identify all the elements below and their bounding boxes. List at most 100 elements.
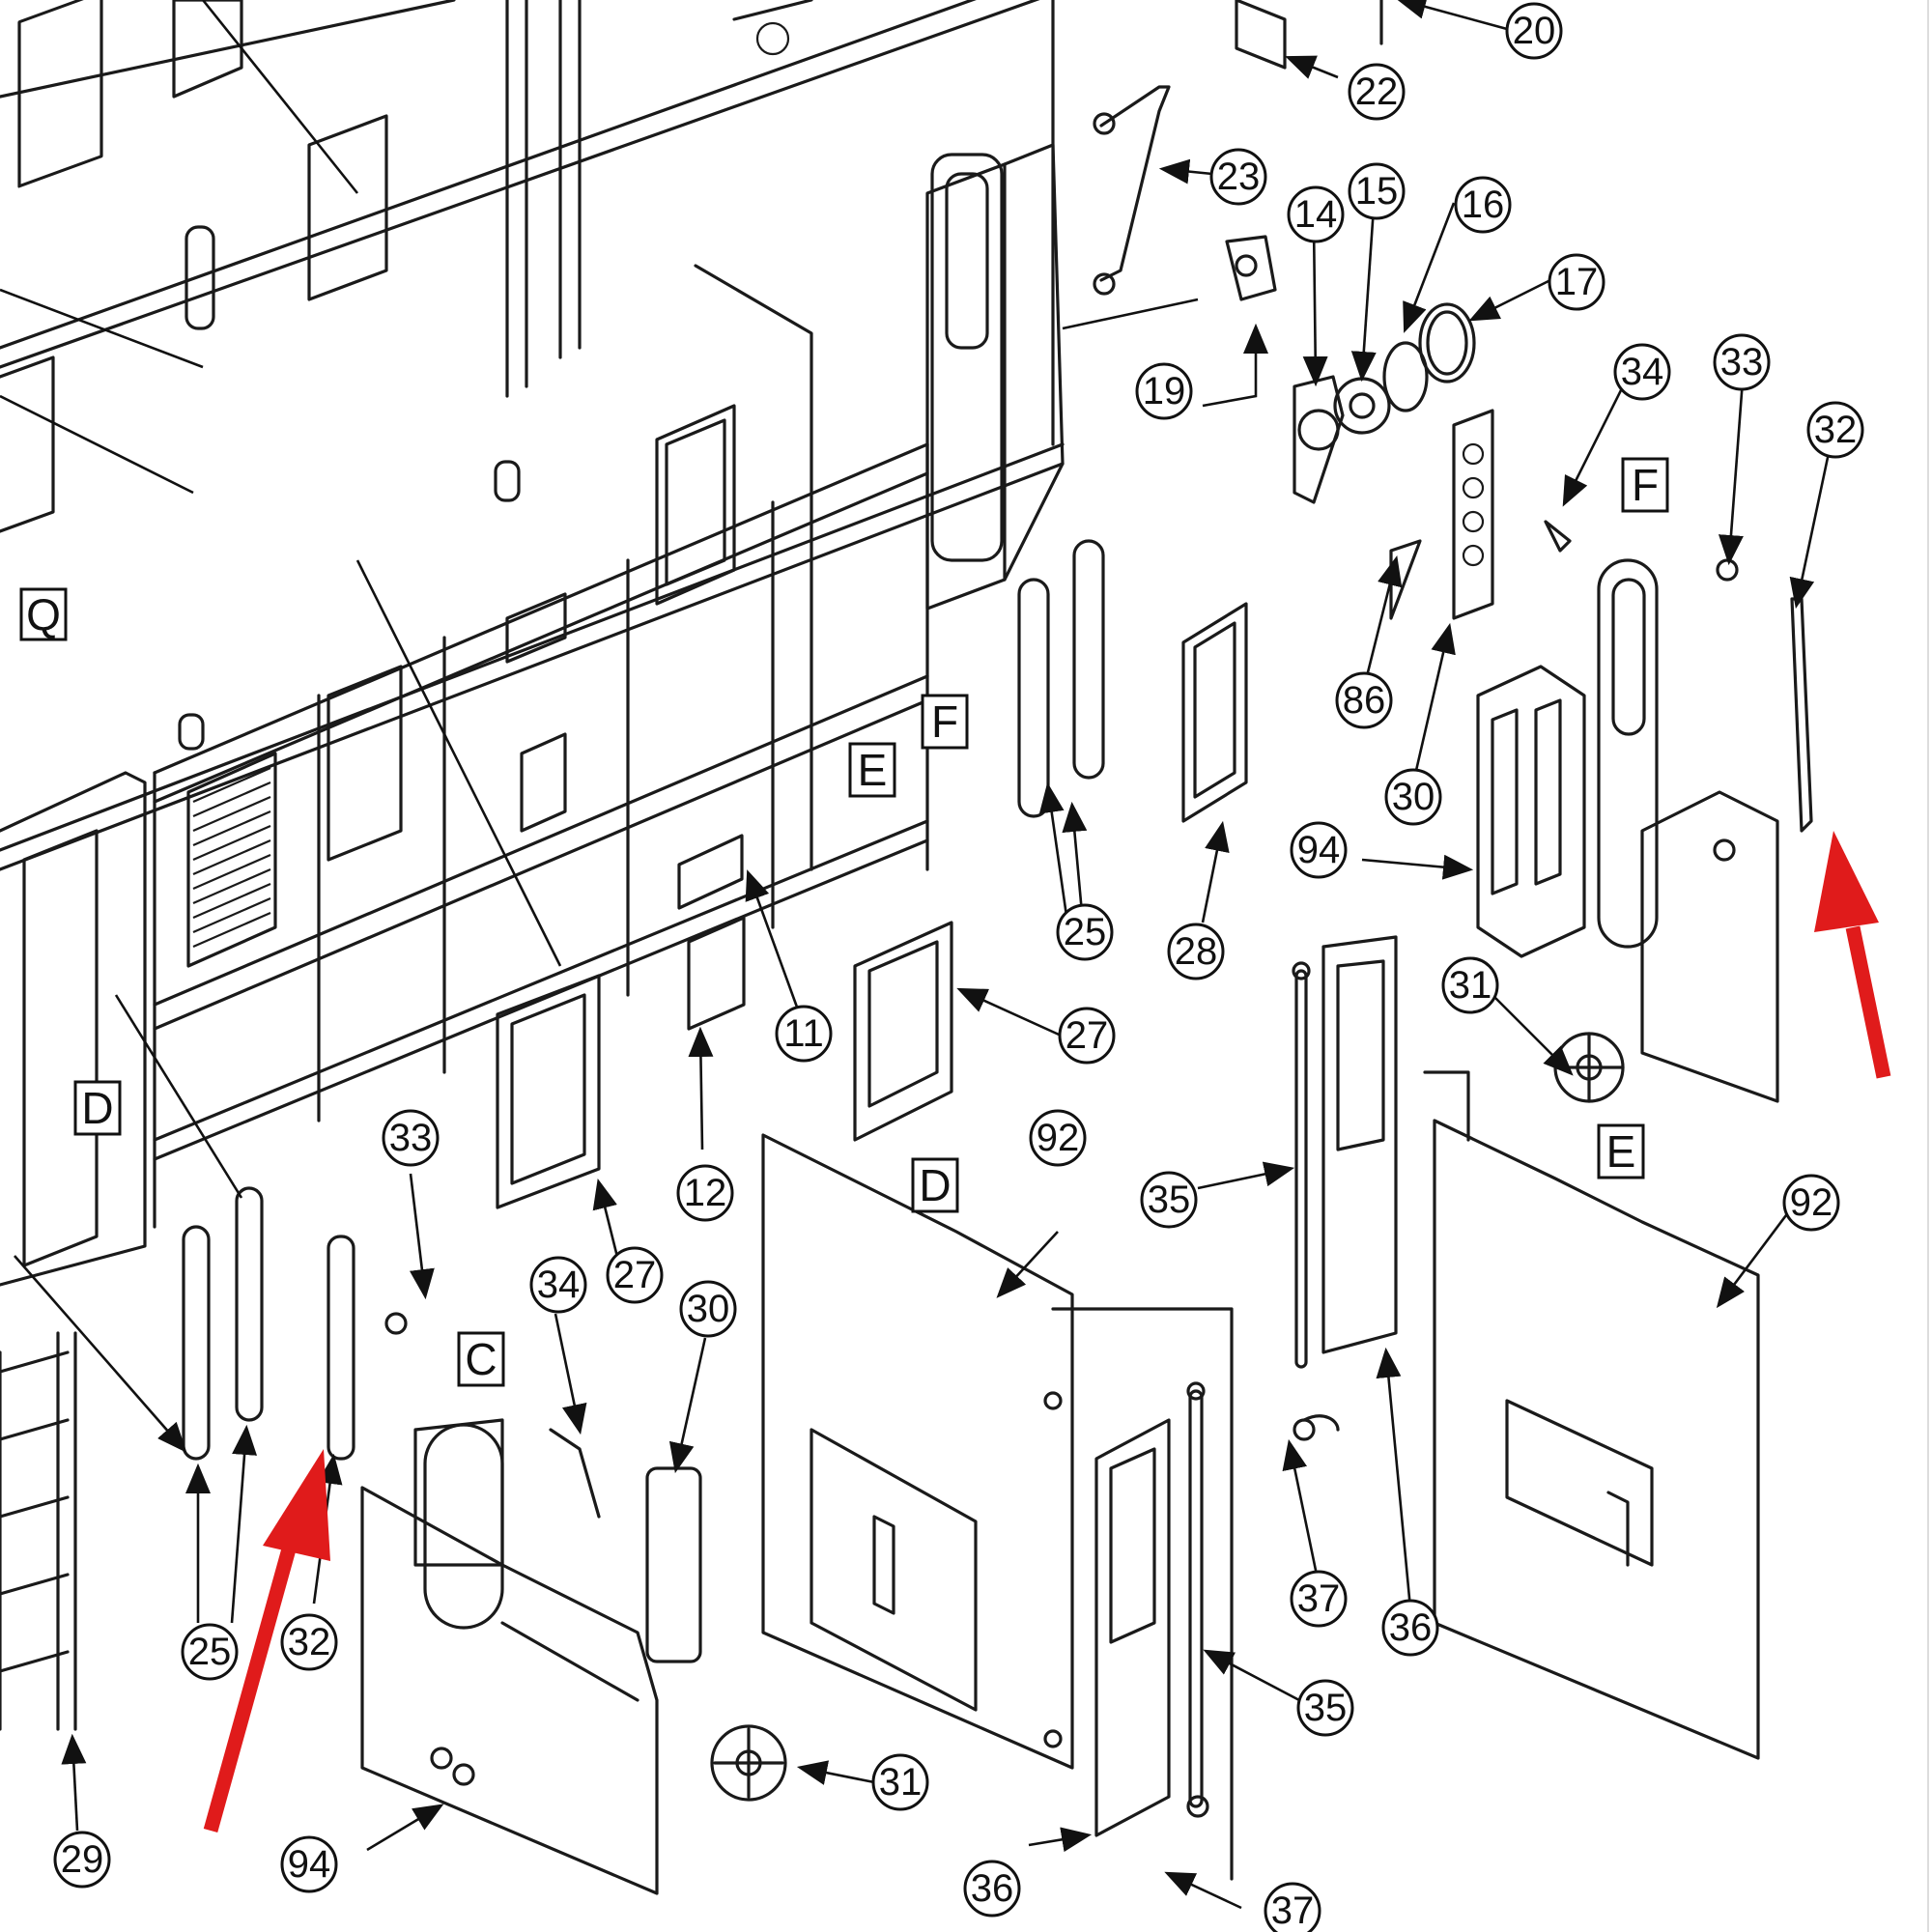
window-frame-part-28 bbox=[1181, 602, 1248, 823]
key-D-left: D bbox=[73, 1080, 122, 1136]
red-highlight-arrows bbox=[203, 831, 1891, 1833]
key-F-right: F bbox=[1621, 457, 1669, 513]
callout-28: 28 bbox=[1167, 923, 1225, 980]
svg-text:F: F bbox=[931, 696, 958, 747]
locomotive-body bbox=[0, 0, 1065, 1287]
svg-text:32: 32 bbox=[1814, 409, 1858, 451]
svg-text:34: 34 bbox=[537, 1264, 581, 1306]
door-part-36-right bbox=[1292, 935, 1398, 1441]
callout-33-right: 33 bbox=[1713, 333, 1771, 391]
red-arrow-right bbox=[1814, 831, 1891, 1079]
callout-19: 19 bbox=[1135, 362, 1193, 420]
callout-32-right: 32 bbox=[1806, 401, 1864, 459]
callout-37-upper: 37 bbox=[1290, 1570, 1348, 1628]
svg-text:E: E bbox=[858, 745, 888, 795]
callout-30-lower: 30 bbox=[679, 1280, 737, 1338]
callout-22: 22 bbox=[1348, 63, 1406, 121]
callout-86: 86 bbox=[1335, 671, 1393, 729]
svg-text:17: 17 bbox=[1555, 261, 1599, 303]
callout-30-right: 30 bbox=[1384, 768, 1442, 826]
svg-text:16: 16 bbox=[1462, 184, 1505, 226]
svg-text:37: 37 bbox=[1297, 1577, 1341, 1620]
svg-text:30: 30 bbox=[1392, 776, 1435, 818]
svg-text:F: F bbox=[1632, 460, 1659, 510]
callout-34-right: 34 bbox=[1613, 343, 1671, 401]
svg-text:86: 86 bbox=[1343, 679, 1386, 722]
window-frame-part-27 bbox=[496, 921, 953, 1209]
callout-27-upper: 27 bbox=[1058, 1007, 1116, 1065]
svg-text:92: 92 bbox=[1037, 1117, 1080, 1159]
key-F-upper: F bbox=[921, 694, 969, 750]
key-E-upper: E bbox=[848, 742, 896, 798]
callout-20: 20 bbox=[1505, 2, 1563, 60]
callout-32-lower: 32 bbox=[280, 1613, 338, 1671]
svg-text:36: 36 bbox=[1389, 1606, 1433, 1649]
callout-35-lower: 35 bbox=[1296, 1679, 1354, 1737]
svg-text:33: 33 bbox=[389, 1117, 433, 1159]
svg-text:35: 35 bbox=[1304, 1687, 1348, 1729]
svg-text:15: 15 bbox=[1355, 170, 1399, 213]
callout-12: 12 bbox=[676, 1164, 734, 1222]
svg-text:34: 34 bbox=[1621, 351, 1664, 393]
svg-text:23: 23 bbox=[1217, 156, 1261, 198]
svg-text:30: 30 bbox=[687, 1288, 730, 1330]
svg-text:37: 37 bbox=[1271, 1889, 1315, 1932]
callout-31-right: 31 bbox=[1441, 956, 1499, 1014]
svg-text:E: E bbox=[1606, 1126, 1636, 1177]
callout-37-lower: 37 bbox=[1264, 1882, 1321, 1932]
svg-text:29: 29 bbox=[61, 1838, 104, 1881]
callout-92-right: 92 bbox=[1782, 1174, 1840, 1232]
callout-25-upper: 25 bbox=[1056, 903, 1114, 961]
svg-text:D: D bbox=[919, 1160, 951, 1210]
key-D-middle: D bbox=[911, 1157, 959, 1213]
key-Q: Q bbox=[19, 587, 68, 641]
callout-14: 14 bbox=[1287, 185, 1345, 243]
svg-text:Q: Q bbox=[26, 589, 61, 639]
callout-15: 15 bbox=[1348, 162, 1406, 220]
callout-27-lower: 27 bbox=[606, 1246, 664, 1304]
svg-text:11: 11 bbox=[783, 1012, 824, 1055]
svg-text:19: 19 bbox=[1143, 370, 1186, 412]
callout-23: 23 bbox=[1209, 148, 1267, 206]
callout-35-upper: 35 bbox=[1140, 1171, 1198, 1229]
callout-balloons: 20 22 23 14 15 16 17 19 34 33 32 86 30 9… bbox=[53, 2, 1864, 1932]
svg-text:22: 22 bbox=[1355, 71, 1399, 113]
door-part-36-lower bbox=[1094, 1381, 1209, 1837]
panel-part-92-right bbox=[1423, 1070, 1760, 1760]
callout-92-middle: 92 bbox=[1029, 1109, 1087, 1167]
plate-parts-11-12 bbox=[677, 834, 746, 1031]
callout-11: 11 bbox=[775, 1005, 833, 1063]
callout-36-lower: 36 bbox=[963, 1860, 1021, 1918]
callout-29: 29 bbox=[53, 1831, 111, 1889]
svg-text:27: 27 bbox=[613, 1254, 657, 1296]
callout-34-lower: 34 bbox=[529, 1256, 587, 1314]
svg-text:14: 14 bbox=[1294, 193, 1338, 236]
letter-keys: Q F E D D C F E bbox=[19, 457, 1669, 1387]
svg-text:32: 32 bbox=[288, 1621, 331, 1663]
svg-text:12: 12 bbox=[684, 1172, 727, 1214]
svg-text:31: 31 bbox=[879, 1761, 923, 1804]
svg-text:20: 20 bbox=[1513, 10, 1556, 52]
callout-31-lower: 31 bbox=[871, 1753, 929, 1811]
svg-text:94: 94 bbox=[1297, 829, 1341, 871]
callout-16: 16 bbox=[1454, 176, 1512, 234]
svg-text:31: 31 bbox=[1449, 964, 1492, 1007]
callout-94-right: 94 bbox=[1290, 821, 1348, 879]
callout-94-lower: 94 bbox=[280, 1835, 338, 1893]
callout-25-lower: 25 bbox=[181, 1623, 239, 1681]
parts-14-23-cluster bbox=[1093, 0, 1476, 620]
svg-text:27: 27 bbox=[1065, 1014, 1109, 1057]
panel-part-92-middle bbox=[761, 1133, 1234, 1881]
key-C: C bbox=[457, 1331, 505, 1387]
svg-text:28: 28 bbox=[1175, 930, 1218, 973]
callout-36-upper: 36 bbox=[1381, 1599, 1439, 1657]
key-E-right: E bbox=[1597, 1123, 1645, 1179]
handrail-part-25-upper bbox=[1017, 539, 1105, 818]
svg-text:25: 25 bbox=[188, 1631, 232, 1673]
red-arrow-lower-left bbox=[203, 1449, 330, 1833]
svg-text:D: D bbox=[81, 1083, 113, 1133]
right-control-stand-assembly bbox=[1452, 409, 1813, 1103]
handrail-part-25-lower bbox=[182, 1186, 264, 1461]
svg-text:36: 36 bbox=[971, 1867, 1014, 1910]
